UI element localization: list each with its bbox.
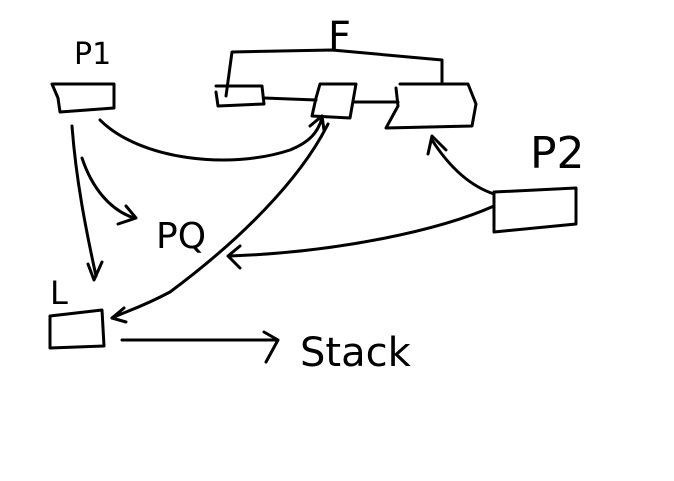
- arrowhead-l-to-stack: [262, 330, 280, 364]
- arrowhead-p1-to-l: [86, 260, 104, 282]
- box-l: [48, 308, 106, 350]
- f-bracket: [224, 48, 444, 98]
- arrowhead-p1-to-f: [308, 114, 326, 132]
- link-left-middle: [262, 96, 318, 102]
- arrow-to-pq: [80, 156, 136, 220]
- curve-p1-to-f: [98, 116, 324, 162]
- arrow-p2-to-f: [430, 138, 496, 196]
- arrowhead-p2-to-f: [426, 134, 448, 156]
- arrow-p1-to-l: [70, 124, 98, 278]
- box-p1: [50, 82, 116, 114]
- arrowhead-to-pq: [116, 204, 138, 226]
- label-p1: P1: [74, 37, 111, 72]
- label-l: L: [50, 274, 68, 312]
- label-stack: Stack: [300, 330, 412, 376]
- label-f: F: [328, 14, 351, 60]
- label-p2: P2: [530, 128, 585, 179]
- curve-f-to-l: [110, 122, 330, 320]
- box-f-right: [384, 82, 478, 130]
- label-pq: PQ: [156, 216, 206, 257]
- box-f-left: [214, 84, 266, 108]
- box-f-middle: [310, 82, 358, 120]
- arrowhead-f-to-l: [110, 306, 128, 324]
- arrowhead-p2-to-curve: [226, 244, 242, 270]
- box-p2: [492, 186, 578, 234]
- arrow-p2-to-curve: [228, 204, 496, 258]
